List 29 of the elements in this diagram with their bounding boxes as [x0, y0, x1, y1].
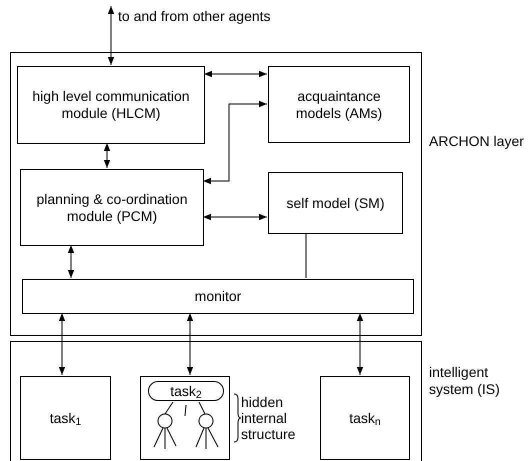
connector-arrow: [204, 70, 268, 78]
annotation-text: hidden internal structure: [241, 394, 296, 442]
connector-arrow: [104, 142, 110, 168]
layer-label: ARCHON layer: [429, 133, 525, 150]
module-label: monitor: [194, 288, 242, 305]
monitor-bar: [22, 279, 414, 314]
module-box: [268, 66, 410, 143]
connector-arrow: [58, 312, 66, 376]
module-box: [20, 169, 204, 246]
task-label: task$_{1}$: [48, 410, 82, 426]
module-box: [268, 172, 403, 234]
connector-arrow: [108, 6, 114, 66]
layer-label: intelligent system (IS): [429, 364, 501, 398]
connector-arrow: [68, 244, 74, 278]
connector-arrow: [202, 214, 268, 220]
connector-arrow: [186, 312, 194, 376]
module-label: planning & co-ordination module (PCM): [36, 190, 188, 224]
connector-arrow: [202, 100, 268, 184]
task-label: task$_{2}$: [169, 382, 203, 400]
connector-arrow: [356, 312, 364, 376]
edge-label: to and from other agents: [118, 8, 271, 25]
module-box: [17, 66, 205, 144]
module-label: self model (SM): [285, 194, 386, 212]
module-label: high level communication module (HLCM): [31, 88, 191, 122]
module-box: [20, 376, 111, 460]
task-box: [140, 376, 230, 460]
task-label: task$_{n}$: [348, 410, 382, 426]
module-box: [320, 376, 410, 460]
module-label: acquaintance models (AMs): [294, 88, 384, 122]
